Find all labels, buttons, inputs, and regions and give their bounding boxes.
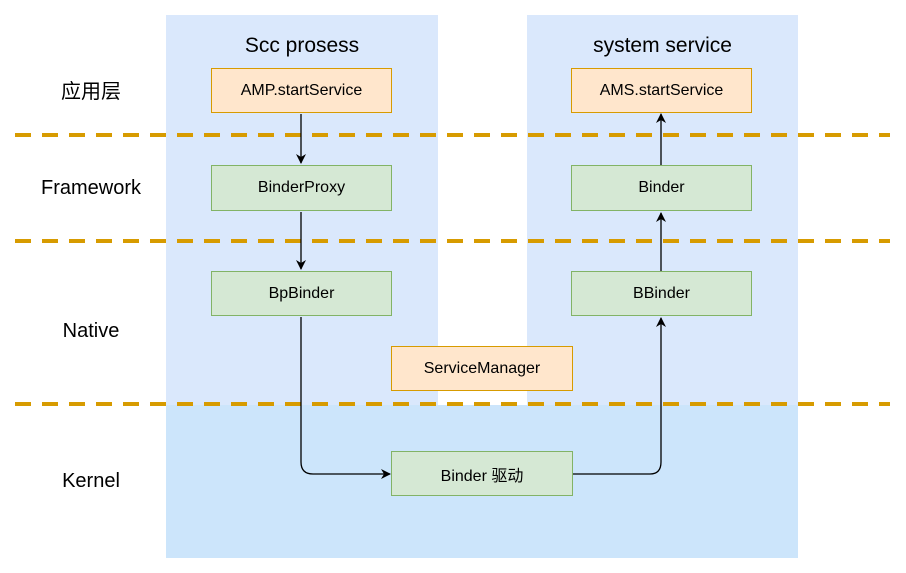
- node-service-manager: ServiceManager: [391, 346, 573, 391]
- node-bp-binder: BpBinder: [211, 271, 392, 316]
- layer-label-app: 应用层: [61, 81, 121, 103]
- arrow-bpbinder-to-driver: [300, 317, 391, 479]
- layer-label-framework: Framework: [40, 177, 141, 199]
- arrow-driver-to-bbinder: [573, 317, 666, 475]
- right-panel-title: system service: [593, 34, 732, 57]
- node-ams-start-service: AMS.startService: [571, 68, 752, 113]
- node-binder: Binder: [571, 165, 752, 211]
- node-binder-driver: Binder 驱动: [391, 451, 573, 496]
- node-b-binder: BBinder: [571, 271, 752, 316]
- layer-label-native: Native: [62, 320, 120, 342]
- left-panel-title: Scc prosess: [244, 34, 360, 57]
- node-amp-start-service: AMP.startService: [211, 68, 392, 113]
- node-binder-proxy: BinderProxy: [211, 165, 392, 211]
- layer-label-kernel: Kernel: [62, 470, 120, 492]
